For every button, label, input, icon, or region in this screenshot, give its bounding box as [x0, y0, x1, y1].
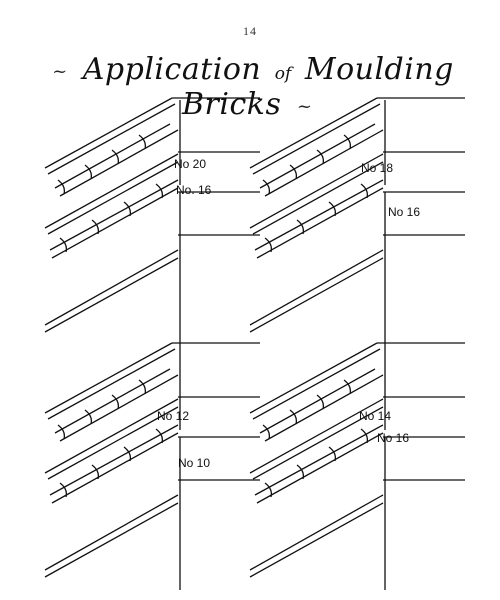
left-ornament: ~: [52, 60, 68, 82]
label-no-14: No 14: [359, 409, 391, 423]
label-no-20: No 20: [174, 157, 206, 171]
panel-bottom-left: [44, 342, 261, 591]
label-no-18: No 18: [361, 161, 393, 175]
title-application: Application: [82, 52, 262, 87]
panel-top-left: [44, 97, 261, 346]
title-moulding-bricks: Moulding Bricks: [182, 52, 454, 122]
label-no-16-bottom-right: No 16: [377, 431, 409, 445]
label-no-10: No 10: [178, 456, 210, 470]
label-no-16-top-right: No 16: [388, 205, 420, 219]
label-no-12: No 12: [157, 409, 189, 423]
label-no-16-top-left: No. 16: [176, 183, 212, 197]
page-number: 14: [243, 24, 257, 38]
title-of: of: [274, 64, 292, 84]
panel-top-right: [249, 97, 466, 346]
right-ornament: ~: [296, 95, 312, 117]
panel-bottom-right: [249, 342, 466, 591]
page-title: ~ Application of Moulding Bricks ~: [0, 52, 500, 122]
